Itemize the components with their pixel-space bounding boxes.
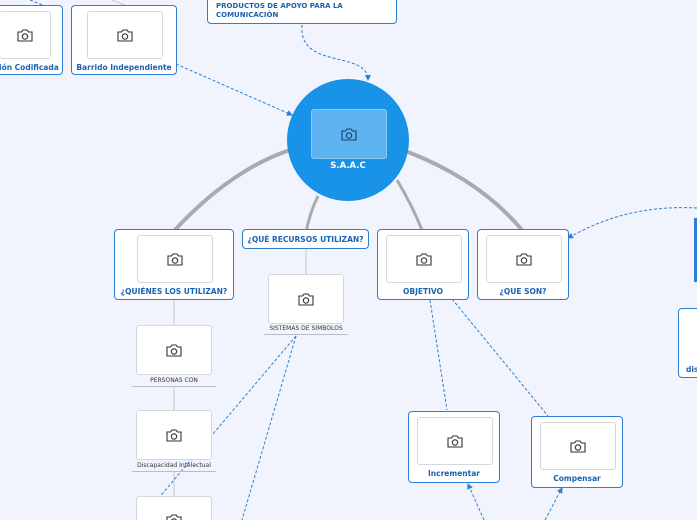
node-next-partial[interactable] xyxy=(132,496,216,520)
branch-who xyxy=(171,148,292,234)
branch-what xyxy=(406,150,524,232)
node-intellectual-disability[interactable]: Discapacidad Intelectual xyxy=(132,410,216,472)
dashed-increase-up xyxy=(467,483,485,520)
node-what-are[interactable]: ¿QUE SON? xyxy=(477,229,569,300)
camera-icon xyxy=(447,434,463,448)
top-note-line2: COMUNICACIÓN xyxy=(216,11,279,19)
image-placeholder xyxy=(417,417,493,465)
central-label: S.A.A.C xyxy=(330,161,366,171)
dashed-right-what xyxy=(567,207,697,239)
image-placeholder xyxy=(486,235,562,283)
top-note-line1: PRODUCTOS DE APOYO PARA LA xyxy=(216,2,343,10)
node-what-label: ¿QUE SON? xyxy=(499,287,547,296)
central-image-placeholder xyxy=(311,109,387,159)
image-placeholder xyxy=(0,11,51,59)
dashed-objective-compensate xyxy=(451,298,549,417)
right-edge-node-partial xyxy=(694,218,697,282)
image-placeholder xyxy=(268,274,344,324)
image-placeholder xyxy=(136,496,212,520)
camera-icon xyxy=(166,514,182,520)
node-symbol-systems[interactable]: SISTEMAS DE SIMBOLOS xyxy=(264,274,348,336)
node-intellectual-label: Discapacidad Intelectual xyxy=(132,462,216,472)
top-note-node[interactable]: PRODUCTOS DE APOYO PARA LA COMUNICACIÓN xyxy=(207,0,397,24)
image-placeholder xyxy=(87,11,163,59)
camera-icon xyxy=(166,343,182,357)
camera-icon xyxy=(17,28,33,42)
node-who-uses[interactable]: ¿QUIÉNES LOS UTILIZAN? xyxy=(114,229,234,300)
node-who-label: ¿QUIÉNES LOS UTILIZAN? xyxy=(120,287,228,296)
dashed-barrido-central xyxy=(175,63,293,116)
dashed-compensate-up xyxy=(544,487,563,520)
gray-topleft xyxy=(111,0,126,6)
branch-objective xyxy=(395,179,424,231)
dashed-topnote-central xyxy=(301,24,371,81)
node-increase-label: Incrementar xyxy=(428,469,480,478)
image-placeholder xyxy=(136,410,212,460)
image-placeholder xyxy=(137,235,213,283)
node-symbol-systems-label: SISTEMAS DE SIMBOLOS xyxy=(264,325,348,335)
central-node[interactable]: S.A.A.C xyxy=(287,79,409,201)
image-placeholder xyxy=(386,235,462,283)
dashed-symbols-down2 xyxy=(241,335,297,520)
branch-resources xyxy=(304,195,320,233)
node-compensate[interactable]: Compensar xyxy=(531,416,623,488)
camera-icon xyxy=(298,292,314,306)
node-people-label: PERSONAS CON xyxy=(132,377,216,387)
image-placeholder xyxy=(136,325,212,375)
node-barrido-independiente[interactable]: Barrido Independiente xyxy=(71,5,177,75)
camera-icon xyxy=(341,127,357,141)
node-people-with[interactable]: PERSONAS CON xyxy=(132,325,216,387)
camera-icon xyxy=(117,28,133,42)
dashed-objective-increase xyxy=(429,299,448,411)
dashed-symbols-down1 xyxy=(139,335,297,520)
node-compensate-label: Compensar xyxy=(553,474,601,483)
image-placeholder xyxy=(540,422,616,470)
camera-icon xyxy=(570,439,586,453)
node-right-partial[interactable]: dis xyxy=(678,308,697,378)
node-scan-left-label: ión Codificada xyxy=(0,63,59,72)
node-scan-left[interactable]: ión Codificada xyxy=(0,5,63,75)
camera-icon xyxy=(516,252,532,266)
node-barrido-label: Barrido Independiente xyxy=(76,63,172,72)
camera-icon xyxy=(166,428,182,442)
camera-icon xyxy=(416,252,432,266)
node-objective[interactable]: OBJETIVO xyxy=(377,229,469,300)
node-resources-label: ¿QUÉ RECURSOS UTILIZAN? xyxy=(247,234,364,244)
node-right-partial-label: dis xyxy=(686,365,697,374)
node-increase[interactable]: Incrementar xyxy=(408,411,500,483)
node-objective-label: OBJETIVO xyxy=(403,287,443,296)
node-resources[interactable]: ¿QUÉ RECURSOS UTILIZAN? xyxy=(242,229,369,249)
camera-icon xyxy=(167,252,183,266)
